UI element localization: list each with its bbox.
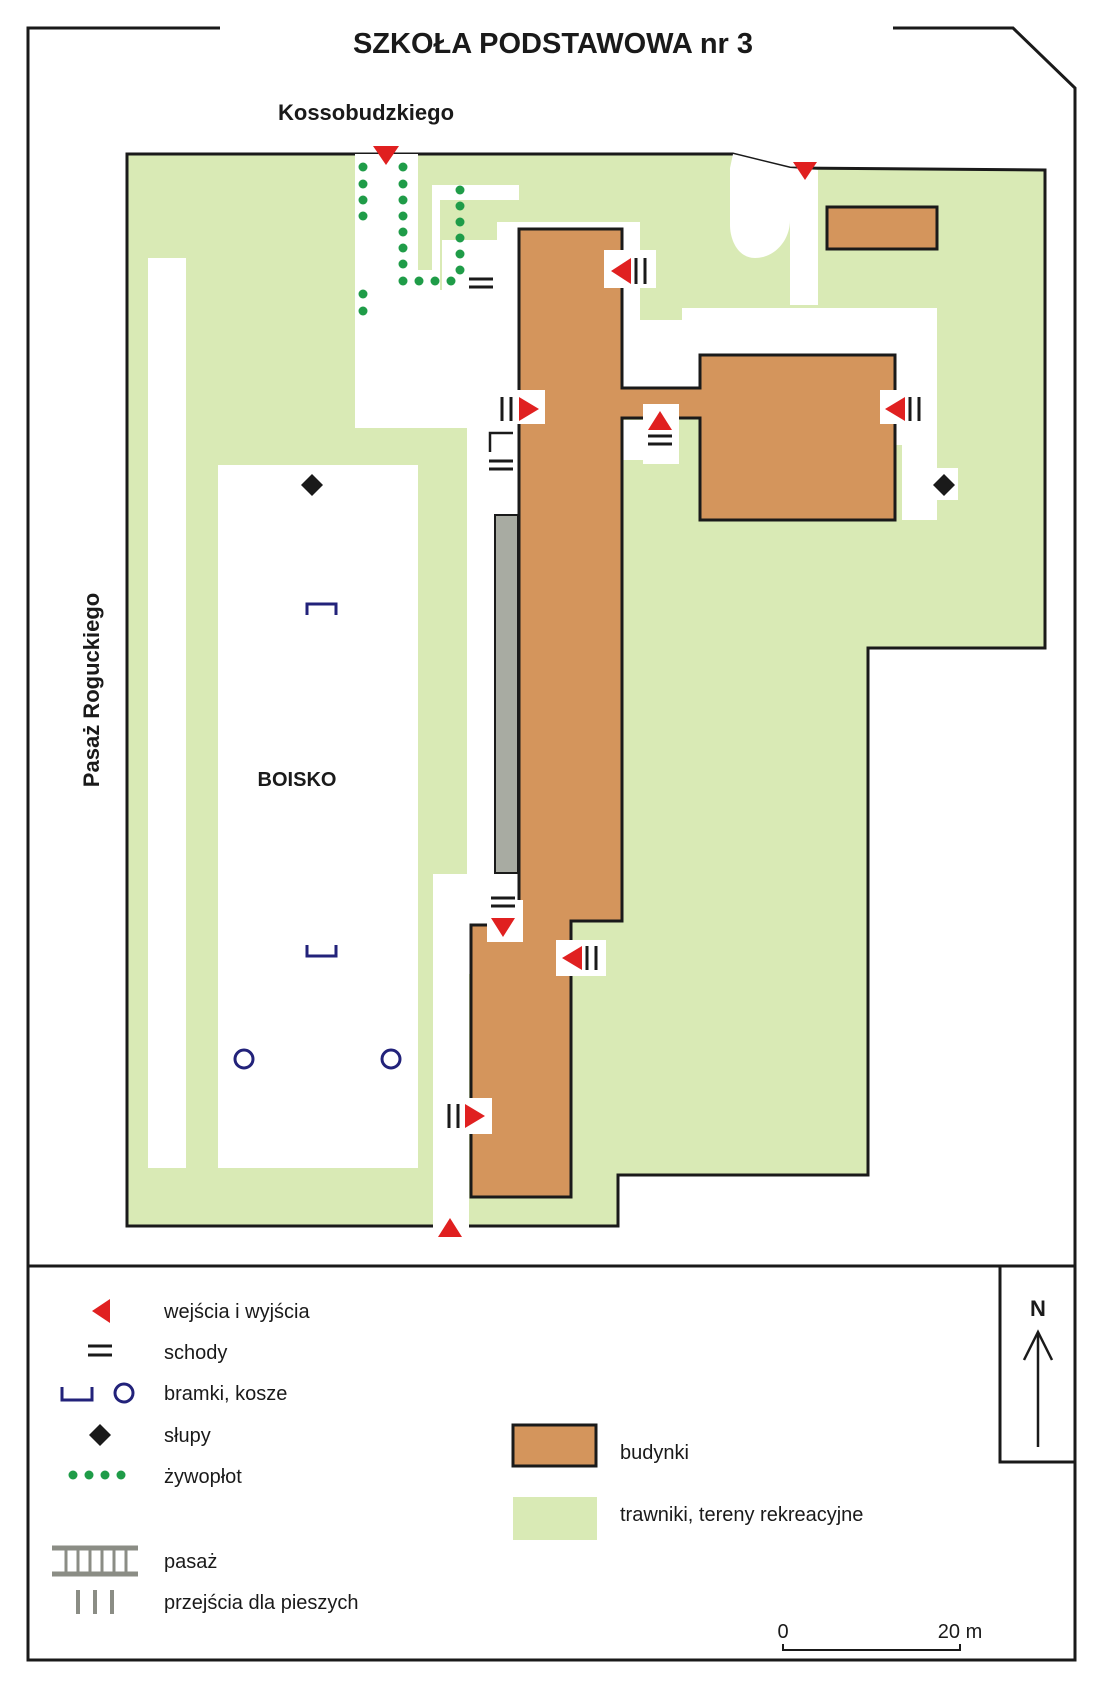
street-north-label: Kossobudzkiego (278, 100, 454, 125)
pole-icon (933, 474, 955, 496)
basket-icon (113, 1382, 135, 1404)
entrance-icon (491, 918, 515, 937)
hedge-icon (68, 1470, 126, 1480)
field-label: BOISKO (258, 769, 337, 791)
legend-buildings-label: budynki (620, 1442, 689, 1464)
stairs-icon (585, 946, 598, 970)
stairs-icon (500, 397, 513, 421)
north-arrow: N (1022, 1296, 1054, 1447)
entrance-icon (611, 258, 631, 284)
legend: wejścia i wyjścia schody bramki, kosze s… (52, 1299, 863, 1614)
goal-icon (305, 945, 338, 958)
entrance-icon (92, 1299, 110, 1323)
stairs-icon (634, 258, 647, 284)
hedge (358, 162, 465, 316)
crossing-icon (76, 1590, 114, 1614)
legend-hedge-label: żywopłot (164, 1466, 242, 1488)
legend-entrances-label: wejścia i wyjścia (163, 1301, 310, 1323)
north-label: N (1030, 1296, 1046, 1321)
stairs (447, 258, 921, 1128)
legend-lawns-label: trawniki, tereny rekreacyjne (620, 1504, 863, 1526)
stairs-icon (908, 397, 921, 421)
map-frame (26, 26, 1077, 1662)
legend-lawn-swatch (513, 1497, 597, 1540)
pole-icon (301, 474, 323, 496)
scale-start-label: 0 (777, 1621, 788, 1643)
pole-icon (89, 1424, 111, 1446)
scale-end-label: 20 m (938, 1621, 982, 1643)
goal-icon (305, 602, 338, 615)
stairs-icon (447, 1104, 460, 1128)
stairs-icon (489, 459, 513, 471)
stairs-icon (88, 1344, 112, 1357)
entrance-icon (793, 162, 817, 180)
entrance-icon (562, 946, 582, 970)
passage-icon (52, 1545, 138, 1577)
stairs-icon (648, 434, 672, 446)
entrance-icon (438, 1218, 462, 1237)
entrance-icon (373, 146, 399, 165)
entrance-icon (465, 1104, 485, 1128)
poles (301, 474, 955, 496)
entrance-icon (885, 397, 905, 421)
stair-rail-icon (488, 431, 513, 452)
legend-crossings-label: przejścia dla pieszych (164, 1592, 359, 1614)
entrances (373, 146, 905, 1237)
scale-bar: 0 20 m (777, 1621, 982, 1651)
legend-building-swatch (511, 1423, 598, 1468)
street-west-label: Pasaż Roguckiego (79, 593, 104, 787)
map-title: SZKOŁA PODSTAWOWA nr 3 (353, 28, 753, 60)
entrance-icon (648, 411, 672, 430)
legend-goals-label: bramki, kosze (164, 1383, 287, 1405)
stairs-icon (491, 896, 515, 908)
building-small (825, 205, 939, 251)
stairs-icon (469, 277, 493, 289)
legend-poles-label: słupy (164, 1425, 211, 1447)
legend-passage-label: pasaż (164, 1551, 217, 1573)
goal-icon (60, 1387, 94, 1402)
passage-strip (494, 514, 519, 874)
legend-stairs-label: schody (164, 1342, 227, 1364)
basket-icon (233, 1048, 255, 1070)
entrance-icon (519, 397, 539, 421)
north-arrow-icon (1022, 1329, 1054, 1447)
basket-icon (380, 1048, 402, 1070)
sports-equipment (233, 602, 402, 1070)
